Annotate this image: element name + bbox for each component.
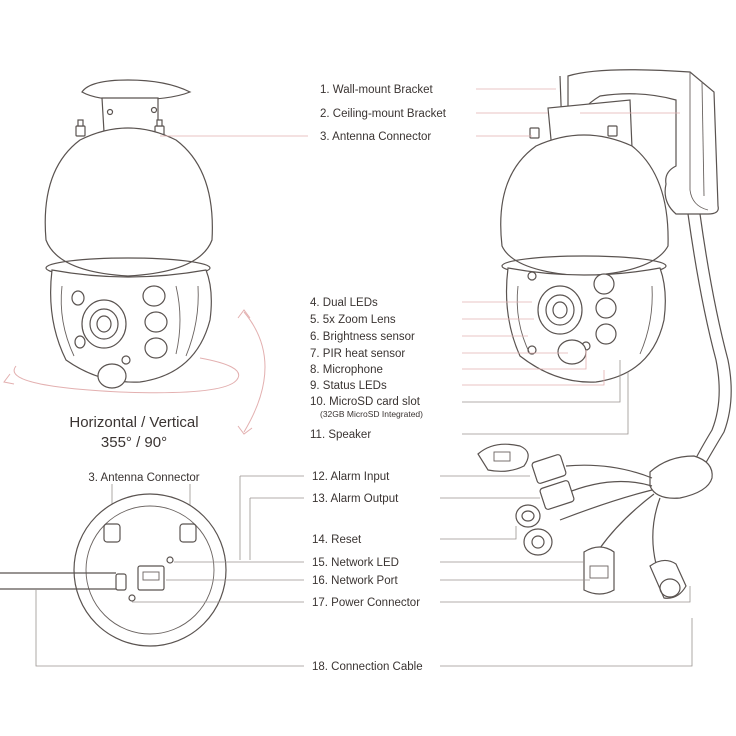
sd-card-icon xyxy=(477,443,529,472)
callout-pir-sensor: 7. PIR heat sensor xyxy=(310,348,405,360)
callout-microsd-note: (32GB MicroSD Integrated) xyxy=(320,409,423,419)
callout-network-led: 15. Network LED xyxy=(312,557,399,569)
rotation-label-line2: 355° / 90° xyxy=(101,434,167,451)
lens-icon xyxy=(81,299,127,349)
callout-connection-cable: 18. Connection Cable xyxy=(312,661,423,673)
rotation-label-line1: Horizontal / Vertical xyxy=(69,414,198,431)
cable-assembly xyxy=(477,213,732,599)
bottom-view-antenna-label: 3. Antenna Connector xyxy=(88,472,199,484)
alarm-output-icon xyxy=(539,480,575,510)
led-column-icon xyxy=(71,285,168,359)
left-camera xyxy=(44,79,213,389)
callout-speaker: 11. Speaker xyxy=(310,429,371,441)
alarm-input-icon xyxy=(531,454,567,484)
network-led-icon xyxy=(166,556,174,564)
callout-alarm-output: 13. Alarm Output xyxy=(312,493,399,505)
network-port-icon xyxy=(137,565,165,591)
callout-microphone: 8. Microphone xyxy=(310,364,383,376)
antenna-icon xyxy=(75,119,165,137)
power-connector-icon xyxy=(128,594,136,602)
bottom-view xyxy=(73,493,227,647)
callout-wall-mount-bracket: 1. Wall-mount Bracket xyxy=(320,84,433,96)
rotation-arrows xyxy=(3,309,266,435)
callout-ceiling-mount-bracket: 2. Ceiling-mount Bracket xyxy=(320,108,447,120)
callout-dual-leds: 4. Dual LEDs xyxy=(310,297,378,309)
leader-lines xyxy=(132,88,693,667)
callout-reset: 14. Reset xyxy=(312,534,362,546)
rj45-port-icon xyxy=(583,546,615,595)
right-camera xyxy=(500,69,719,383)
callout-microsd-slot: 10. MicroSD card slot xyxy=(310,396,421,408)
callout-alarm-input: 12. Alarm Input xyxy=(312,471,390,483)
callout-status-leds: 9. Status LEDs xyxy=(310,380,387,392)
callout-network-port: 16. Network Port xyxy=(312,575,398,587)
callout-power-connector: 17. Power Connector xyxy=(312,597,420,609)
callout-antenna-connector: 3. Antenna Connector xyxy=(320,131,431,143)
reset-icon xyxy=(515,504,541,528)
callout-brightness-sensor: 6. Brightness sensor xyxy=(310,331,415,343)
callout-zoom-lens: 5. 5x Zoom Lens xyxy=(310,314,396,326)
